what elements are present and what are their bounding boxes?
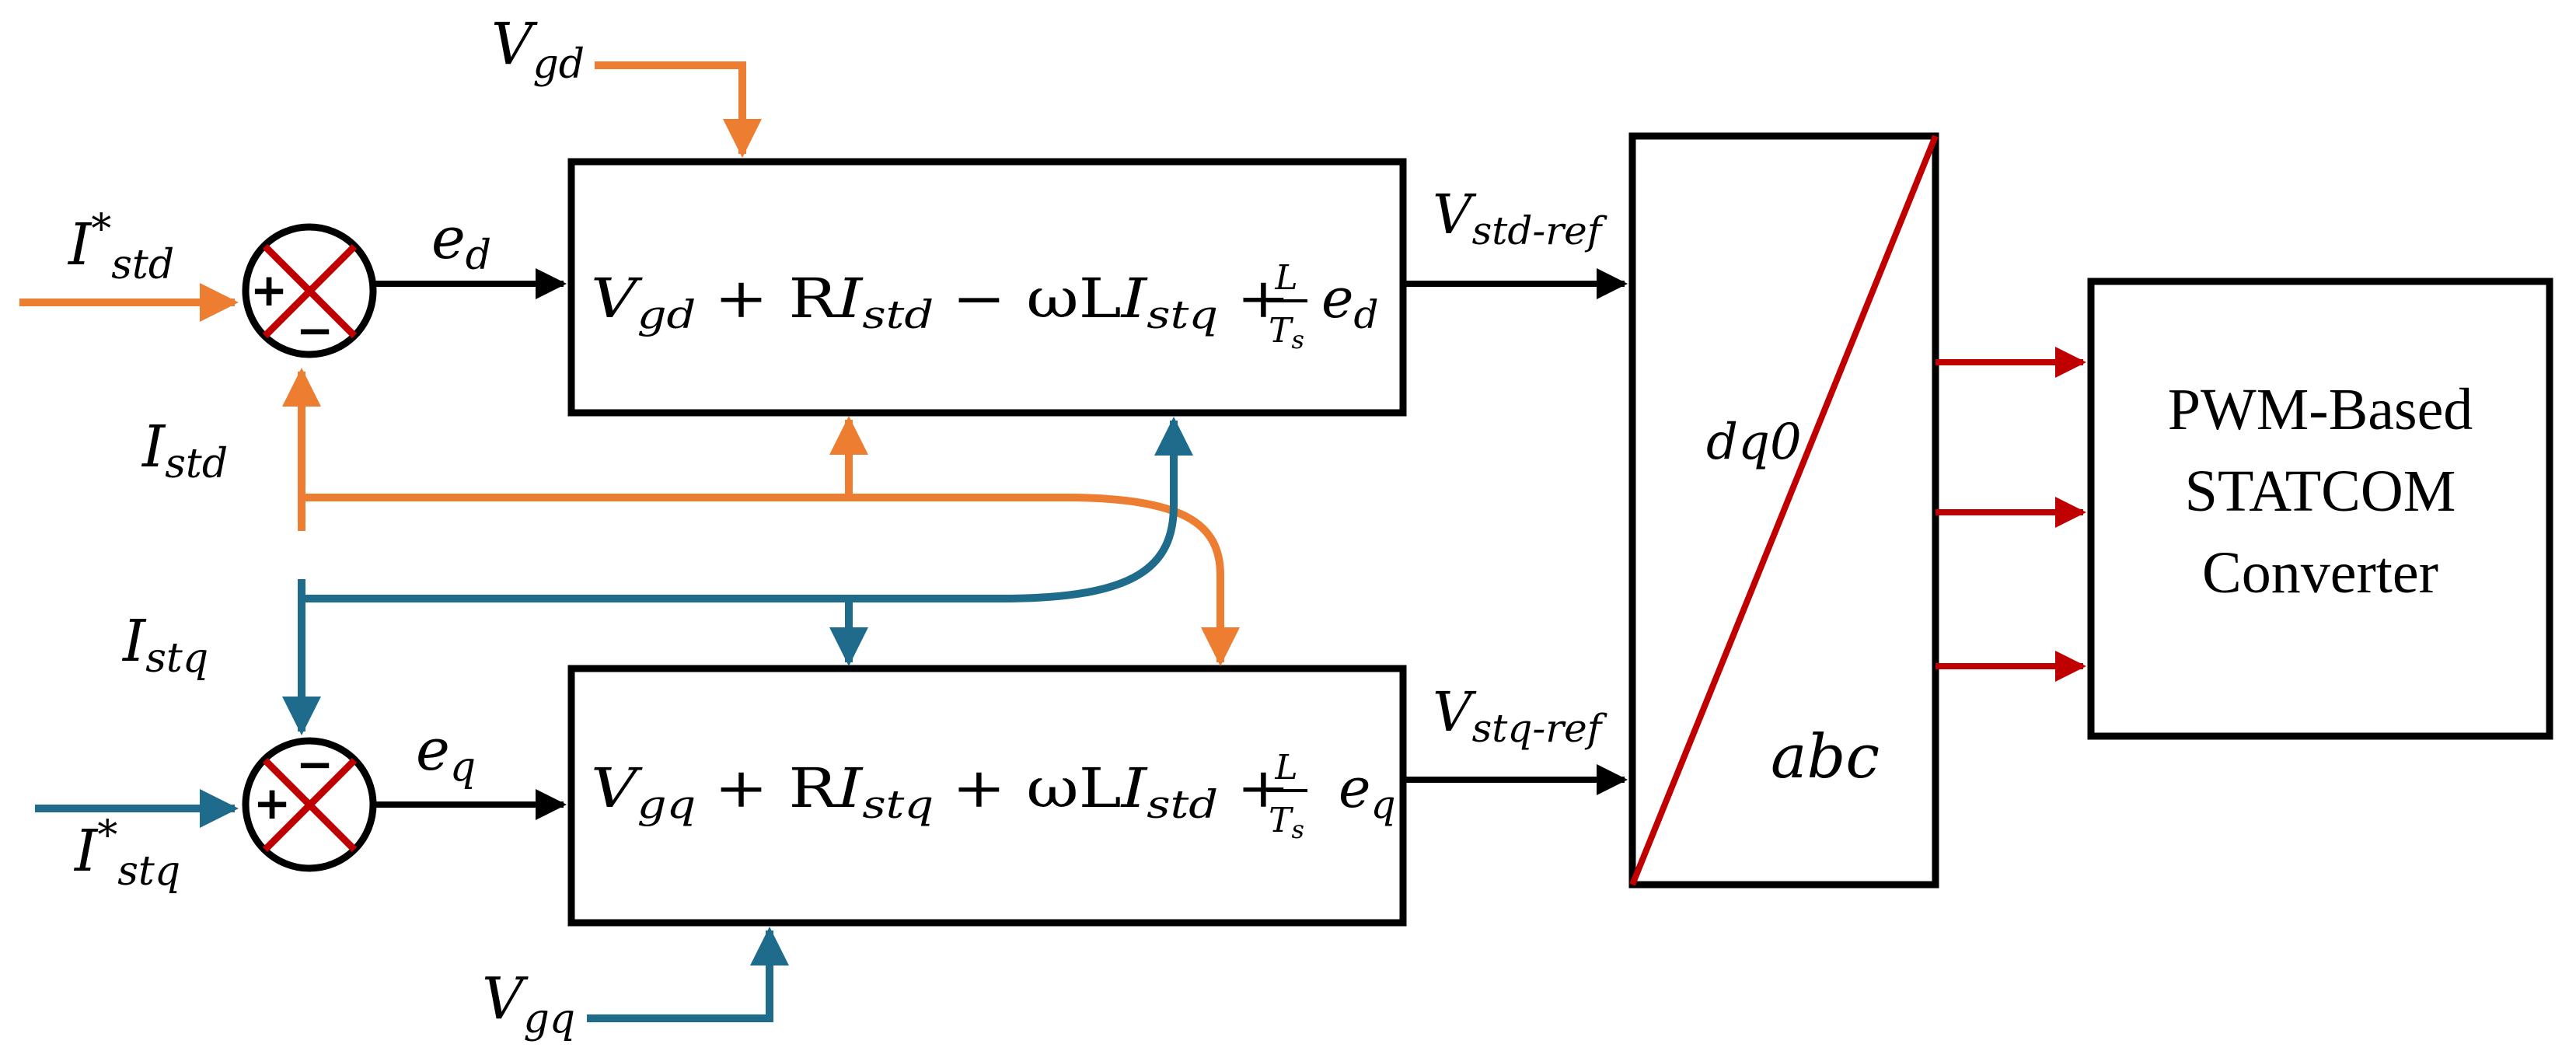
summing-junction-q: − +: [242, 737, 377, 872]
label-i-std-ref: I*std: [67, 206, 174, 288]
summing-junction-d: + −: [242, 223, 377, 358]
label-e-d: ed: [431, 205, 491, 279]
d-axis-controller-block: [567, 158, 1407, 417]
i-std-crossover: [849, 494, 1240, 666]
label-vgq: Vgq: [482, 965, 575, 1042]
i-stq-crossover: [849, 417, 1193, 602]
transform-label-dq0: dq0: [1706, 414, 1802, 471]
converter-line-1: PWM-Based: [2168, 377, 2473, 442]
label-vgd: Vgd: [491, 11, 585, 88]
sum-q-minus-sign: −: [296, 738, 334, 791]
converter-line-3: Converter: [2202, 540, 2438, 606]
q-axis-controller-block: [567, 665, 1407, 927]
svg-text:L: L: [1274, 748, 1297, 787]
transform-diagonal: [1629, 134, 1939, 886]
converter-block: [2087, 278, 2553, 740]
svg-text:L: L: [1274, 258, 1297, 298]
label-i-stq: Istq: [121, 608, 208, 682]
svg-text:Ts: Ts: [1269, 311, 1304, 354]
sum-d-minus-sign: −: [296, 304, 334, 357]
label-i-std: Istd: [141, 414, 228, 487]
label-v-std-ref: Vstd-ref: [1433, 183, 1607, 253]
vgd-feed-line: [595, 61, 762, 158]
svg-text:ed: ed: [1321, 267, 1378, 337]
label-i-stq-ref: I*stq: [73, 812, 180, 895]
sum-d-plus-sign: +: [250, 264, 288, 316]
sum-q-plus-sign: +: [253, 777, 291, 829]
transform-label-abc: abc: [1771, 722, 1880, 792]
vgq-feed-line: [587, 927, 789, 1022]
converter-line-2: STATCOM: [2185, 459, 2456, 524]
svg-text:Ts: Ts: [1269, 801, 1304, 844]
svg-text:eq: eq: [1339, 756, 1395, 827]
label-v-stq-ref: Vstq-ref: [1433, 680, 1607, 751]
label-e-q: eq: [416, 717, 476, 791]
